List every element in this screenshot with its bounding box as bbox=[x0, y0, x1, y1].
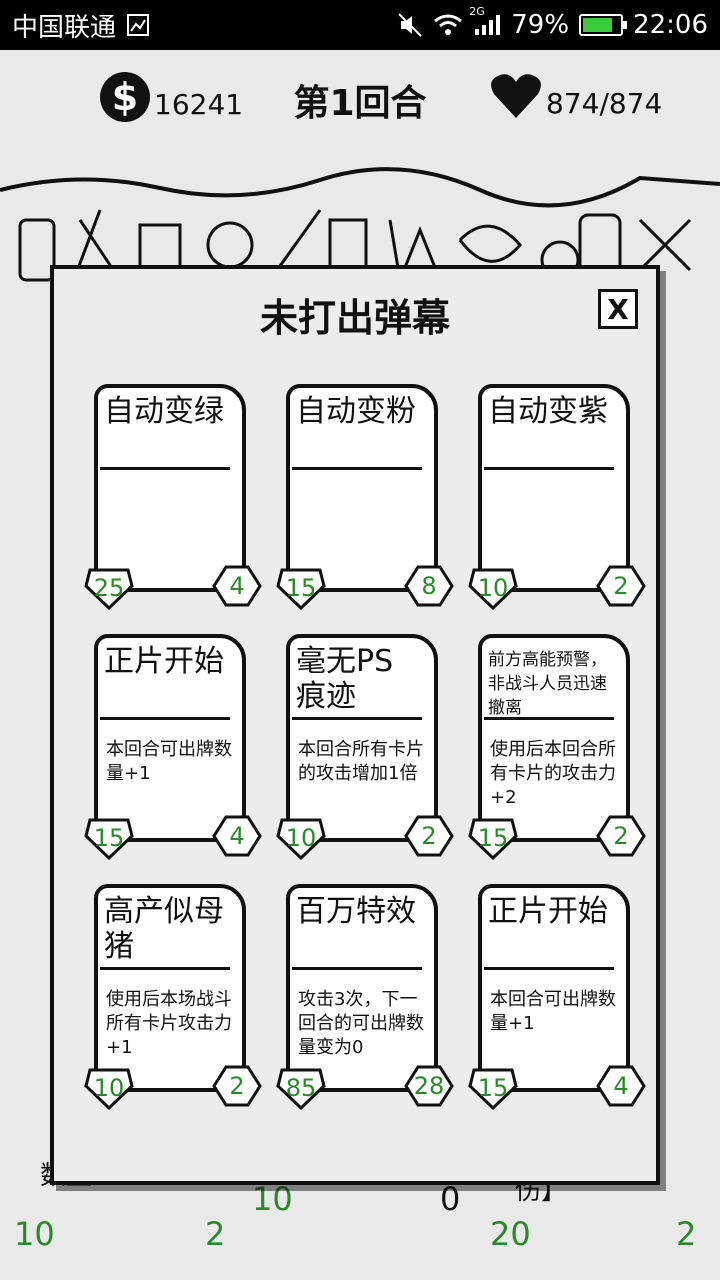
card-frame bbox=[478, 634, 630, 842]
card[interactable]: 自动变紫 10 2 bbox=[468, 384, 646, 610]
card-name: 自动变紫 bbox=[484, 388, 614, 470]
card[interactable]: 自动变粉 15 8 bbox=[276, 384, 454, 610]
card-name: 自动变绿 bbox=[100, 388, 230, 470]
card[interactable]: 正片开始本回合可出牌数量+1 15 4 bbox=[84, 634, 262, 860]
hand-card-attack-2: 10 bbox=[252, 1180, 293, 1218]
card-frame bbox=[478, 884, 630, 1092]
cost-badge: 4 bbox=[212, 564, 262, 608]
hp-value: 874/874 bbox=[546, 86, 663, 120]
cost-value: 2 bbox=[421, 822, 437, 850]
card-frame bbox=[286, 884, 438, 1092]
cost-value: 4 bbox=[613, 1072, 629, 1100]
card[interactable]: 前方高能预警，非战斗人员迅速撤离使用后本回合所有卡片的攻击力+2 15 2 bbox=[468, 634, 646, 860]
card-frame bbox=[478, 384, 630, 592]
dollar-coin-icon: $ bbox=[100, 72, 150, 122]
attack-value: 15 bbox=[477, 824, 509, 852]
carrier-label: 中国联通 bbox=[12, 12, 117, 43]
cost-value: 28 bbox=[413, 1072, 445, 1100]
attack-badge: 10 bbox=[276, 816, 326, 860]
game-screen: $ 16241 第1回合 874/874 数量+1 伤】 人2层【很受伤】 10… bbox=[0, 50, 720, 1280]
card-name: 高产似母猪 bbox=[100, 888, 230, 970]
card-name: 前方高能预警，非战斗人员迅速撤离 bbox=[484, 638, 614, 720]
status-bar: 中国联通 2G 79% 22:06 bbox=[0, 0, 720, 50]
cost-value: 2 bbox=[229, 1072, 245, 1100]
attack-badge: 10 bbox=[468, 566, 518, 610]
card-description: 攻击3次，下一回合的可出牌数量变为0 bbox=[298, 989, 424, 1058]
cost-badge: 4 bbox=[596, 1064, 646, 1108]
money-value: 16241 bbox=[154, 87, 244, 121]
card[interactable]: 高产似母猪使用后本场战斗所有卡片攻击力+1 10 2 bbox=[84, 884, 262, 1110]
cost-badge: 2 bbox=[212, 1064, 262, 1108]
cost-value: 2 bbox=[613, 572, 629, 600]
card-name: 毫无PS痕迹 bbox=[292, 638, 422, 720]
cost-badge: 8 bbox=[404, 564, 454, 608]
attack-value: 15 bbox=[93, 824, 125, 852]
cost-value: 4 bbox=[229, 572, 245, 600]
hand-card-cost-3: 2 bbox=[676, 1215, 697, 1253]
card-description: 使用后本回合所有卡片的攻击力+2 bbox=[490, 739, 616, 808]
card-frame bbox=[286, 384, 438, 592]
attack-value: 10 bbox=[93, 1074, 125, 1102]
cost-value: 4 bbox=[229, 822, 245, 850]
cost-badge: 2 bbox=[404, 814, 454, 858]
signal-icon: 2G bbox=[469, 5, 501, 37]
close-button[interactable]: X bbox=[598, 289, 638, 329]
card[interactable]: 自动变绿 25 4 bbox=[84, 384, 262, 610]
attack-badge: 85 bbox=[276, 1066, 326, 1110]
hp-display: 874/874 bbox=[490, 72, 662, 120]
network-type-label: 2G bbox=[469, 5, 485, 18]
cost-badge: 4 bbox=[212, 814, 262, 858]
card-description: 本回合可出牌数量+1 bbox=[106, 739, 232, 784]
image-notification-icon bbox=[126, 13, 150, 37]
attack-value: 10 bbox=[477, 574, 509, 602]
attack-value: 85 bbox=[285, 1074, 317, 1102]
attack-value: 15 bbox=[285, 574, 317, 602]
cost-value: 8 bbox=[421, 572, 437, 600]
attack-value: 10 bbox=[285, 824, 317, 852]
card[interactable]: 毫无PS痕迹本回合所有卡片的攻击增加1倍 10 2 bbox=[276, 634, 454, 860]
card-name: 正片开始 bbox=[484, 888, 614, 970]
hand-card-cost-2: 0 bbox=[440, 1180, 461, 1218]
attack-badge: 25 bbox=[84, 566, 134, 610]
card[interactable]: 正片开始本回合可出牌数量+1 15 4 bbox=[468, 884, 646, 1110]
cost-badge: 2 bbox=[596, 564, 646, 608]
attack-value: 25 bbox=[93, 574, 125, 602]
dialog-title: 未打出弹幕 bbox=[259, 296, 450, 340]
clock: 22:06 bbox=[633, 10, 708, 40]
attack-badge: 15 bbox=[84, 816, 134, 860]
attack-value: 15 bbox=[477, 1074, 509, 1102]
heart-icon bbox=[491, 74, 541, 118]
hand-card-attack-1: 10 bbox=[14, 1215, 55, 1253]
round-label: 第1回合 bbox=[293, 83, 427, 124]
card-description: 本回合所有卡片的攻击增加1倍 bbox=[298, 739, 424, 784]
card-frame bbox=[94, 884, 246, 1092]
battery-icon bbox=[579, 14, 628, 36]
attack-badge: 15 bbox=[276, 566, 326, 610]
card-description: 本回合可出牌数量+1 bbox=[490, 989, 616, 1034]
card[interactable]: 百万特效攻击3次，下一回合的可出牌数量变为0 85 28 bbox=[276, 884, 454, 1110]
card-name: 自动变粉 bbox=[292, 388, 422, 470]
cost-badge: 28 bbox=[404, 1064, 454, 1108]
cost-badge: 2 bbox=[596, 814, 646, 858]
battery-percent: 79% bbox=[511, 10, 570, 40]
hand-card-attack-3: 20 bbox=[490, 1215, 531, 1253]
card-description: 使用后本场战斗所有卡片攻击力+1 bbox=[106, 989, 232, 1058]
card-name: 正片开始 bbox=[100, 638, 230, 720]
card-frame bbox=[94, 384, 246, 592]
hand-card-cost-1: 2 bbox=[205, 1215, 226, 1253]
attack-badge: 10 bbox=[84, 1066, 134, 1110]
wifi-icon bbox=[433, 13, 463, 37]
card-frame bbox=[286, 634, 438, 842]
cost-value: 2 bbox=[613, 822, 629, 850]
attack-badge: 15 bbox=[468, 1066, 518, 1110]
card-frame bbox=[94, 634, 246, 842]
money-display: $ 16241 bbox=[100, 72, 243, 122]
mute-icon bbox=[397, 12, 423, 38]
card-name: 百万特效 bbox=[292, 888, 422, 970]
attack-badge: 15 bbox=[468, 816, 518, 860]
